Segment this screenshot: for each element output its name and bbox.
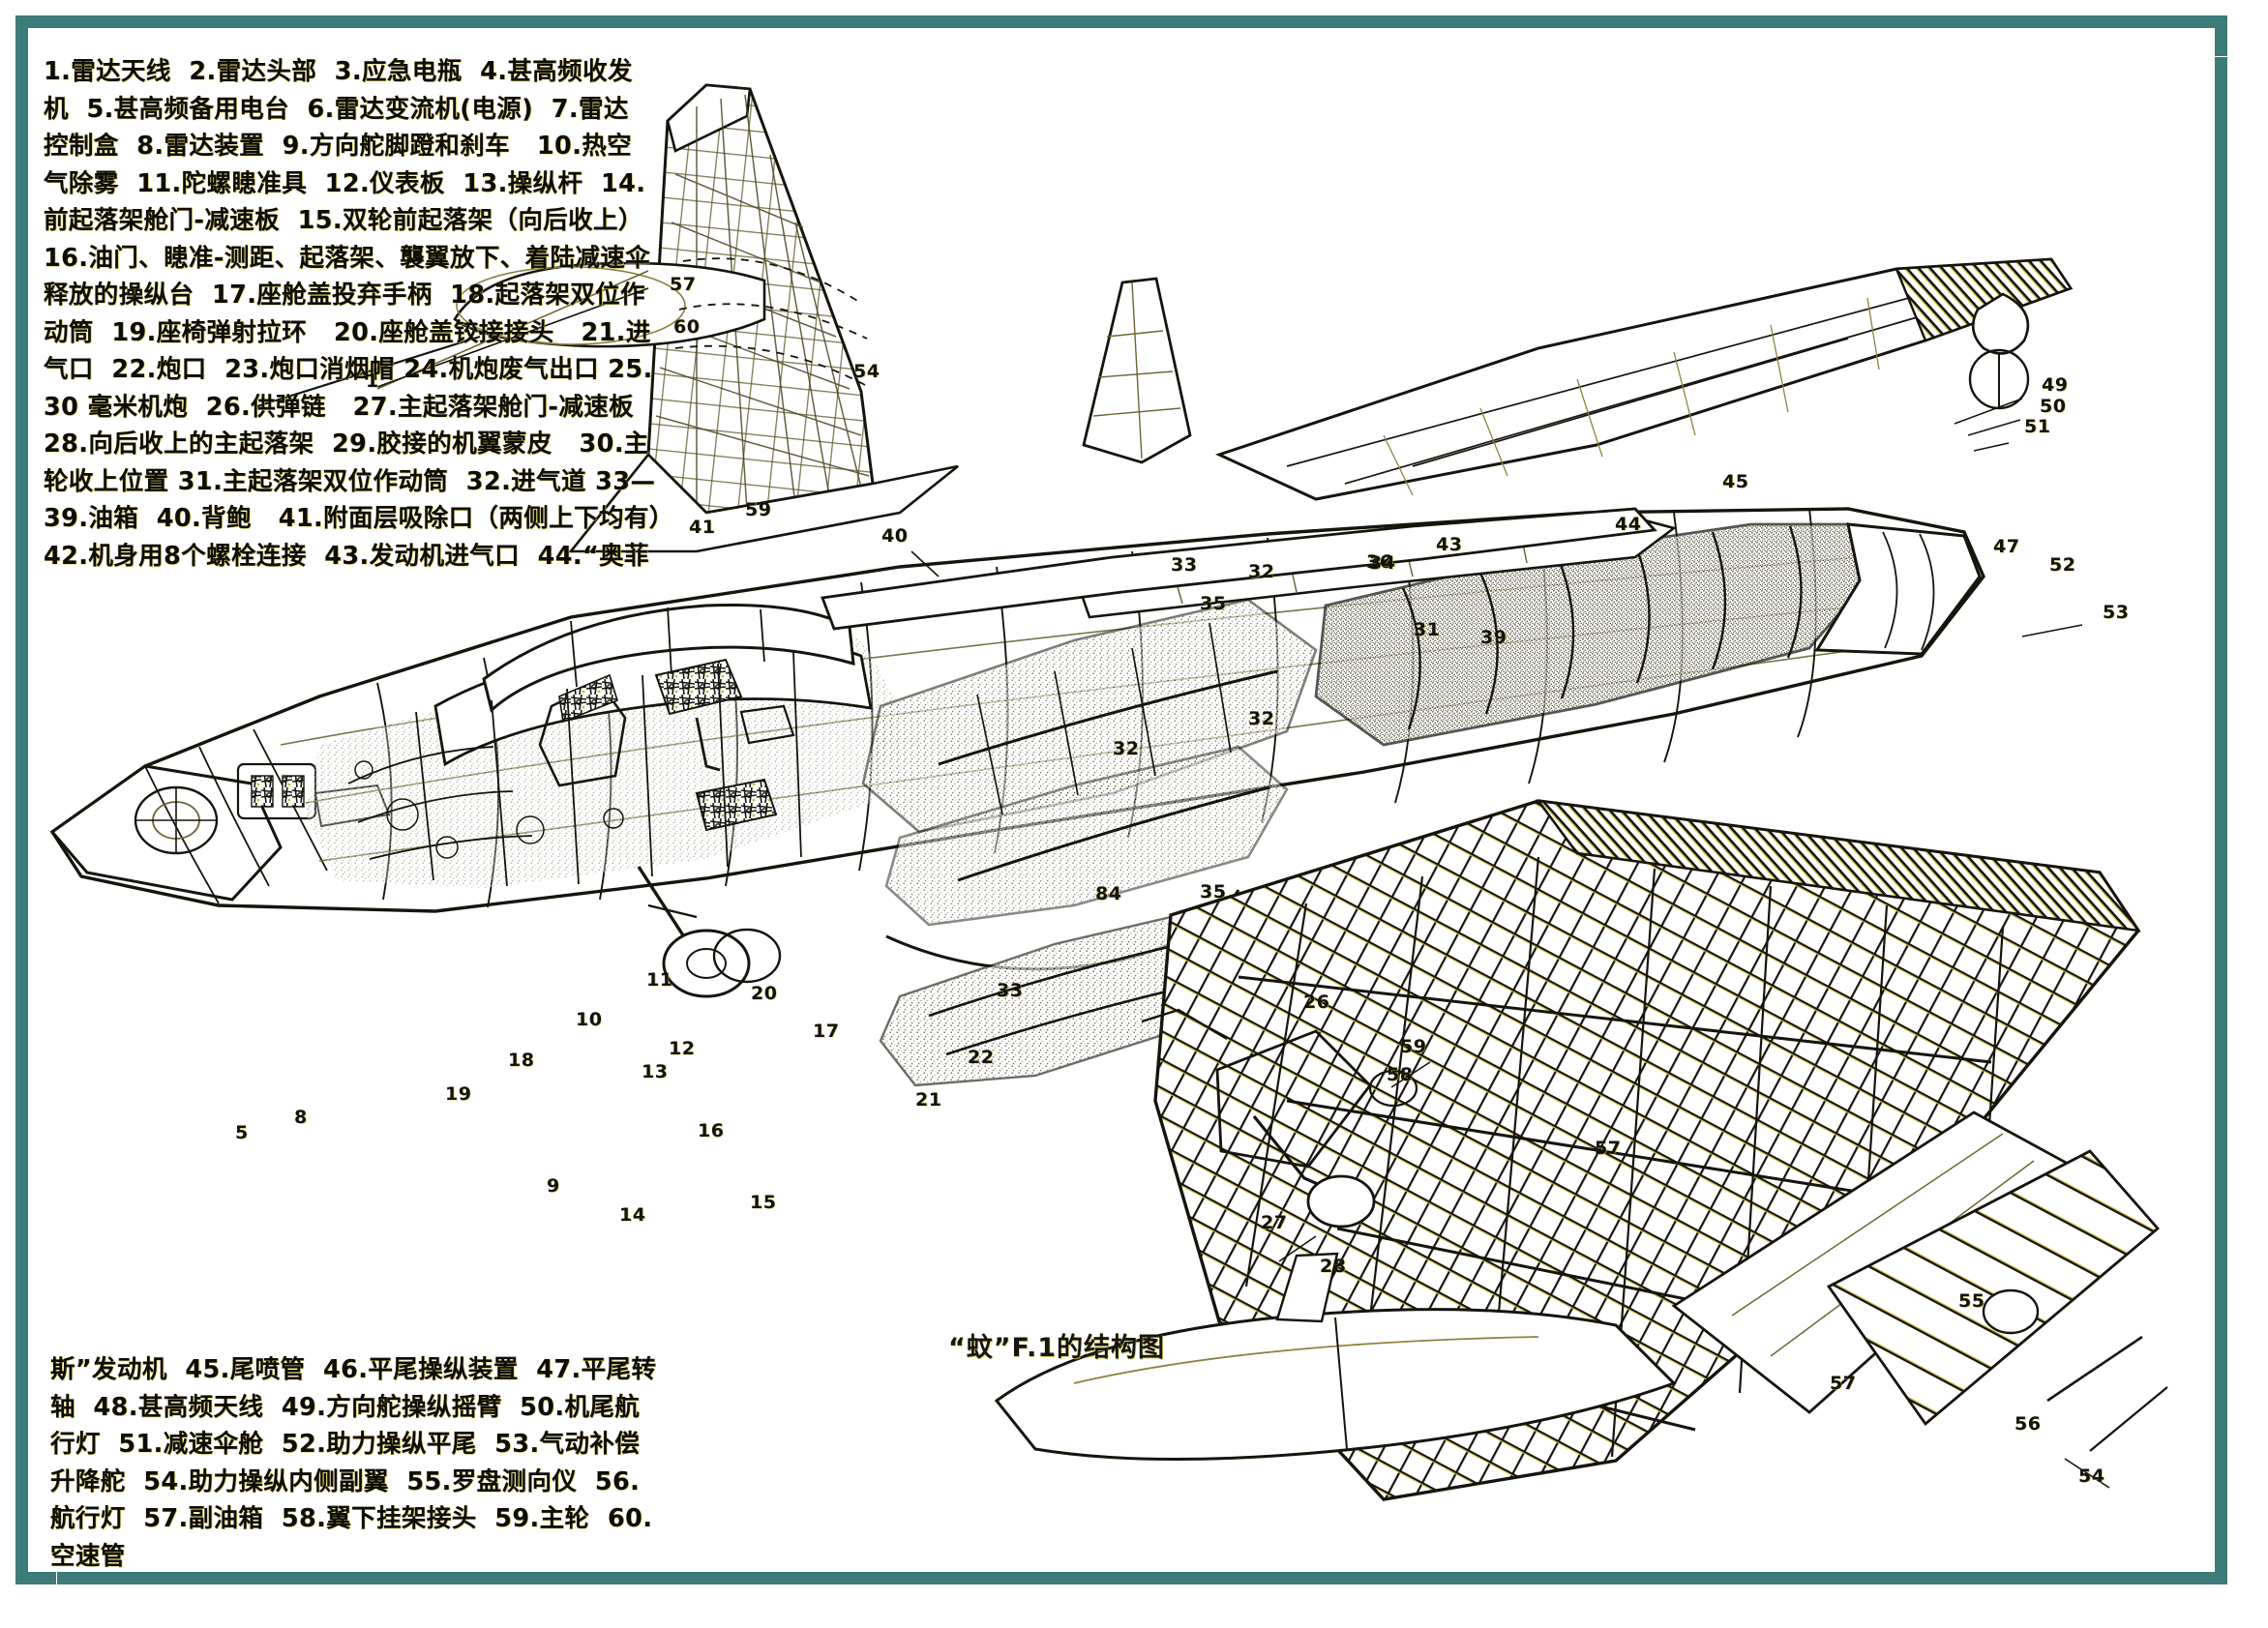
callout-number-84: 84 bbox=[1095, 883, 1122, 904]
callout-number-59: 59 bbox=[745, 499, 772, 520]
callout-number-35: 35 bbox=[1200, 881, 1227, 903]
callout-number-34: 34 bbox=[1369, 552, 1396, 574]
callout-number-51: 51 bbox=[2024, 416, 2051, 437]
callout-number-35: 35 bbox=[1200, 593, 1227, 614]
callout-number-52: 52 bbox=[2049, 554, 2076, 576]
callout-number-41: 41 bbox=[689, 517, 716, 538]
callout-number-28: 28 bbox=[1320, 1256, 1347, 1277]
callout-number-1: 1 bbox=[366, 370, 379, 392]
callout-number-20: 20 bbox=[751, 983, 778, 1004]
callout-number-39: 39 bbox=[1480, 627, 1507, 648]
callout-number-49: 49 bbox=[2042, 374, 2069, 396]
legend-text-bottom: 斯”发动机 45.尾喷管 46.平尾操纵装置 47.平尾转 轴 48.甚高频天线… bbox=[50, 1355, 657, 1571]
callout-number-15: 15 bbox=[750, 1192, 777, 1213]
callout-number-45: 45 bbox=[1722, 471, 1749, 492]
callout-number-9: 9 bbox=[547, 1175, 560, 1197]
callout-number-13: 13 bbox=[642, 1061, 669, 1082]
callout-number-8: 8 bbox=[294, 1107, 308, 1128]
callout-number-32: 32 bbox=[1113, 738, 1140, 759]
callout-number-57: 57 bbox=[1830, 1373, 1857, 1394]
legend-text-top: 1.雷达天线 2.雷达头部 3.应急电瓶 4.甚高频收发 机 5.甚高频备用电台… bbox=[44, 57, 674, 571]
callout-number-17: 17 bbox=[813, 1021, 840, 1042]
callout-number-58: 58 bbox=[1387, 1064, 1414, 1085]
callout-number-54: 54 bbox=[853, 361, 880, 382]
callout-number-47: 47 bbox=[1993, 536, 2020, 557]
callout-number-57: 57 bbox=[670, 274, 697, 295]
callout-number-33: 33 bbox=[997, 980, 1024, 1001]
callout-number-55: 55 bbox=[1958, 1290, 1985, 1312]
callout-number-50: 50 bbox=[2040, 396, 2067, 417]
callout-number-12: 12 bbox=[669, 1038, 696, 1059]
callout-number-54: 54 bbox=[2078, 1465, 2105, 1487]
callout-number-19: 19 bbox=[445, 1083, 472, 1105]
callout-number-32: 32 bbox=[1248, 708, 1275, 729]
callout-number-44: 44 bbox=[1615, 514, 1642, 535]
callout-number-57: 57 bbox=[1595, 1138, 1622, 1159]
callout-number-11: 11 bbox=[646, 969, 673, 991]
callout-number-32: 32 bbox=[1248, 561, 1275, 582]
callout-number-40: 40 bbox=[881, 525, 909, 547]
callout-number-10: 10 bbox=[576, 1009, 603, 1030]
callout-number-18: 18 bbox=[508, 1050, 535, 1071]
callout-number-5: 5 bbox=[235, 1122, 249, 1143]
callout-number-16: 16 bbox=[698, 1120, 725, 1141]
callout-number-21: 21 bbox=[915, 1089, 942, 1110]
callout-number-43: 43 bbox=[1436, 534, 1463, 555]
callout-number-14: 14 bbox=[619, 1204, 646, 1226]
callout-number-27: 27 bbox=[1261, 1212, 1288, 1233]
callout-number-53: 53 bbox=[2103, 602, 2130, 623]
callout-number-59: 59 bbox=[1400, 1036, 1427, 1057]
callout-number-60: 60 bbox=[673, 316, 701, 338]
callout-number-31: 31 bbox=[1414, 619, 1441, 640]
callout-number-36: 36 bbox=[1366, 551, 1393, 573]
callout-number-22: 22 bbox=[968, 1047, 995, 1068]
callout-number-33: 33 bbox=[1171, 554, 1198, 576]
figure-caption: “蚊”F.1的结构图 bbox=[948, 1333, 1166, 1363]
callout-number-56: 56 bbox=[2014, 1413, 2042, 1435]
callout-number-26: 26 bbox=[1303, 992, 1330, 1013]
